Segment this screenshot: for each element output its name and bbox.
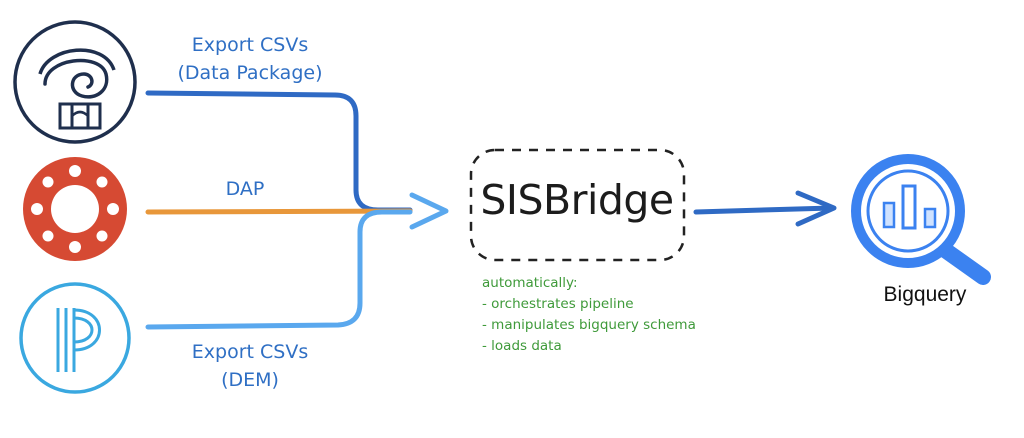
bottom-source-label: Export CSVs (DEM) — [155, 338, 345, 394]
bottom-source-label-line-2: (DEM) — [221, 369, 279, 391]
notes-line: - orchestrates pipeline — [482, 296, 634, 312]
bottom-source-line — [145, 209, 413, 330]
merge-arrowhead — [409, 192, 449, 230]
notes-line: - manipulates bigquery schema — [482, 317, 696, 333]
powerschool-logo-icon — [19, 282, 131, 394]
notes-line: automatically: — [482, 275, 578, 291]
bigquery-magnifier-icon — [851, 154, 991, 285]
bigquery-label: Bigquery — [883, 283, 967, 306]
bottom-source-label-line-1: Export CSVs — [191, 341, 309, 363]
building-spiral-logo-icon — [13, 20, 137, 144]
top-source-label-line-2: (Data Package) — [177, 62, 323, 84]
sisbridge-notes: automatically: - orchestrates pipeline -… — [482, 273, 696, 357]
output-arrowhead — [795, 190, 837, 227]
canvas-logo-icon — [23, 157, 127, 261]
sisbridge-title: SISBridge — [480, 176, 674, 224]
output-arrow — [693, 205, 835, 215]
top-source-label: Export CSVs (Data Package) — [155, 31, 345, 87]
notes-line: - loads data — [482, 338, 562, 354]
dap-line — [145, 208, 413, 215]
sisbridge-box — [469, 148, 686, 262]
top-source-label-line-1: Export CSVs — [191, 34, 309, 56]
dap-label: DAP — [225, 178, 265, 200]
